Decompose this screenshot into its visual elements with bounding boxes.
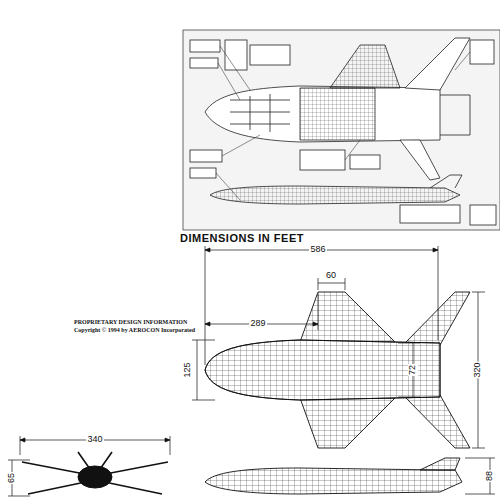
dimension-value: 340 xyxy=(86,435,103,445)
leader-lines xyxy=(216,46,470,200)
upper-tail-fin xyxy=(405,292,470,345)
lower-tail-fin xyxy=(405,395,470,448)
dimension-289 xyxy=(205,294,318,330)
dimension-320 xyxy=(472,292,485,448)
dimension-125 xyxy=(192,340,215,400)
side-view-small xyxy=(210,186,460,204)
radial-fins xyxy=(22,452,168,494)
structure-lines xyxy=(230,94,290,132)
extension-line xyxy=(205,246,438,365)
dimension-value: 320 xyxy=(473,361,483,378)
fuselage-outline xyxy=(205,340,440,400)
dimension-arrowheads xyxy=(20,248,438,442)
side-view xyxy=(205,458,462,494)
upper-wing xyxy=(300,292,395,342)
front-view xyxy=(22,452,168,494)
plan-view xyxy=(205,292,470,448)
drawing-frame xyxy=(183,30,500,230)
dimension-value: 586 xyxy=(309,245,326,255)
proprietary-note: PROPRIETARY DESIGN INFORMATION xyxy=(73,319,188,326)
fuselage-cutaway xyxy=(205,86,440,142)
upper-wing xyxy=(330,45,400,88)
callout-boxes xyxy=(190,40,496,225)
dimension-value: 72 xyxy=(408,364,418,376)
bay-grid xyxy=(300,88,375,140)
side-fin-small xyxy=(430,175,462,188)
dimension-340 xyxy=(20,436,170,455)
lower-tail-fin xyxy=(400,140,440,180)
dimension-value: 289 xyxy=(249,319,266,329)
dimension-value: 88 xyxy=(485,470,495,482)
dimension-72 xyxy=(398,343,420,397)
lower-wing xyxy=(300,398,395,448)
sheet-title: DIMENSIONS IN FEET xyxy=(179,232,305,244)
copyright-note: Copyright © 1994 by AEROCON Incorporated xyxy=(73,327,196,334)
cutaway-drawing xyxy=(183,30,500,230)
engine-nozzle xyxy=(440,95,470,135)
dimension-lines xyxy=(8,246,495,496)
dimension-value: 125 xyxy=(183,361,193,378)
dimension-value: 65 xyxy=(7,472,17,484)
dimension-value: 60 xyxy=(325,271,337,281)
front-fuselage xyxy=(78,466,112,488)
side-fuselage xyxy=(205,468,462,494)
vertical-fin xyxy=(420,458,460,470)
dimension-65 xyxy=(8,460,30,496)
dimension-88 xyxy=(465,458,495,494)
fuselage-grid xyxy=(205,340,440,400)
